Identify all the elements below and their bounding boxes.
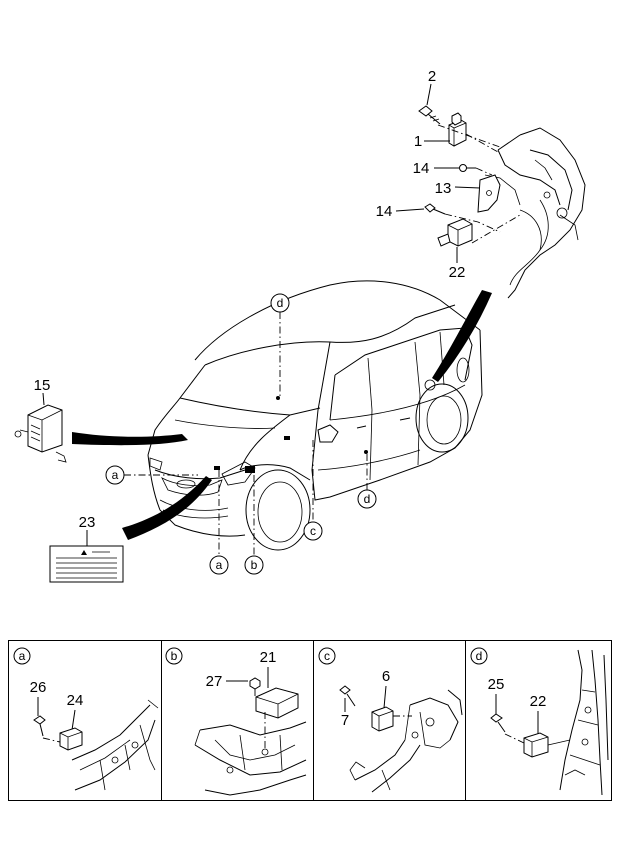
sensor-part-1 [448, 112, 467, 147]
marker-c-bottom: c [310, 524, 316, 538]
rear-quarter-panel [484, 127, 586, 299]
detail-panel-d: d 25 22 [470, 647, 609, 796]
callout-14-lower: 14 [376, 203, 393, 220]
panel-a-callout-24: 24 [67, 692, 84, 709]
marker-d-door: d [364, 492, 371, 506]
label-part-23 [49, 545, 124, 583]
detail-panels-frame [8, 640, 612, 801]
bolt-part-2 [418, 105, 441, 125]
panel-b-marker: b [171, 649, 178, 663]
bolt-part-14-upper [459, 164, 476, 172]
callout-1: 1 [414, 133, 422, 150]
callout-2: 2 [428, 68, 436, 85]
panel-c-marker: c [324, 649, 330, 663]
panel-c-callout-6: 6 [382, 668, 390, 685]
callout-13: 13 [435, 180, 452, 197]
panel-b-callout-21: 21 [260, 649, 277, 666]
panel-b-callout-27: 27 [206, 673, 223, 690]
panel-c-callout-7: 7 [341, 712, 349, 729]
sensor-part-22 [437, 218, 473, 247]
detail-panel-a: a 26 24 [13, 647, 159, 791]
pointer-wedge-23 [122, 476, 212, 540]
callout-22: 22 [449, 264, 466, 281]
pointer-wedge-rear [432, 290, 492, 382]
panel-d-marker: d [476, 649, 483, 663]
module-part-15 [14, 404, 67, 463]
marker-a-bottom: a [216, 558, 223, 572]
marker-b-bottom: b [251, 558, 258, 572]
car-body [147, 280, 483, 551]
detail-panel-c: c 6 7 [318, 647, 463, 793]
detail-panel-b: b 27 21 [165, 647, 307, 796]
callout-14-upper: 14 [413, 160, 430, 177]
pointer-wedge-15 [72, 432, 188, 446]
bracket-part-13 [477, 174, 501, 213]
panel-d-callout-22: 22 [530, 693, 547, 710]
callout-23: 23 [79, 514, 96, 531]
panel-a-marker: a [19, 649, 26, 663]
bolt-part-14-lower [424, 203, 446, 215]
callout-15: 15 [34, 377, 51, 394]
panel-d-callout-25: 25 [488, 676, 505, 693]
marker-d-top: d [277, 296, 284, 310]
panel-a-callout-26: 26 [30, 679, 47, 696]
marker-a-left: a [112, 468, 119, 482]
